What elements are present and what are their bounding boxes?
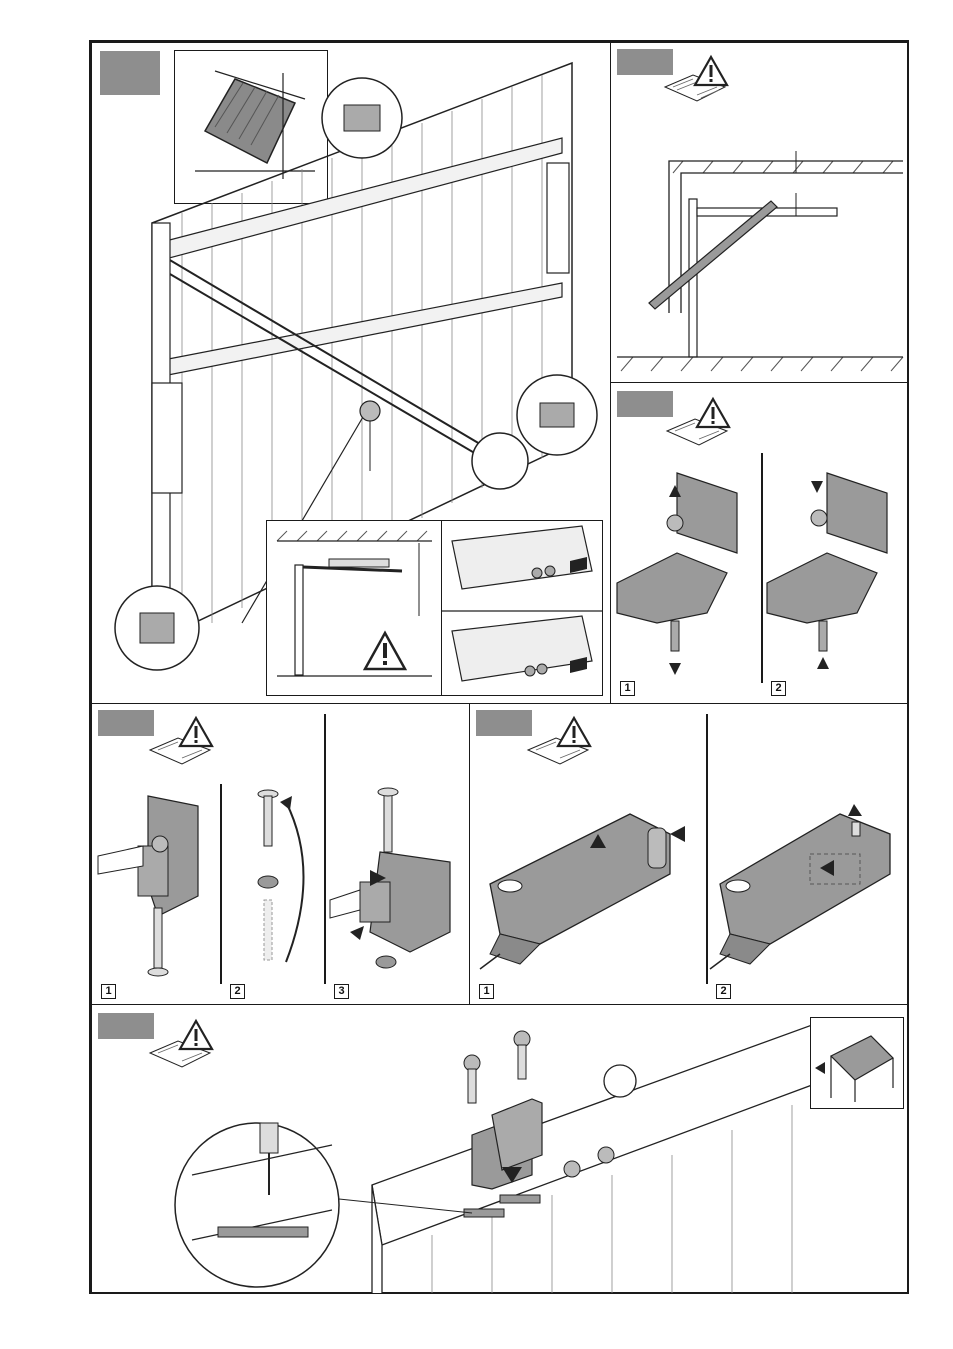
warning-icon [178,716,214,748]
panel-ceiling-clearance [610,42,909,383]
screw-icon [226,782,326,982]
panel-door-assembly [91,42,611,704]
step-divider [220,784,222,984]
warning-icon [363,631,407,671]
step-tag-e [476,710,532,736]
panel-top-rail-bracket [91,1004,909,1294]
step-number-box: 1 [101,984,116,999]
step-divider [761,453,763,683]
hinge-step-2-illustration [767,463,907,683]
panel-lock-housing: 1 2 [469,703,909,1005]
step-divider [706,714,708,984]
inset-level-check [266,520,443,696]
instruction-sheet-frame: 1 2 [89,40,909,1294]
hinge-step-1-illustration [617,463,757,683]
step-number-box: 2 [771,681,786,696]
inset-canopy-icon [810,1017,904,1109]
step-tag-d [98,710,154,736]
bracket-step-3-illustration [330,782,470,982]
step-number-box: 1 [620,681,635,696]
step-number-box: 2 [716,984,731,999]
warning-icon [695,397,731,429]
top-rail-illustration [92,1005,909,1294]
panel-bracket-assembly: 1 2 3 [91,703,470,1005]
panel-hinge-bolt: 1 2 [610,382,909,704]
bracket-step-1-illustration [98,786,218,986]
warning-icon [556,716,592,748]
step-number-box: 1 [479,984,494,999]
inset-profile-screws [441,520,603,696]
step-number-box: 3 [334,984,349,999]
ceiling-clearance-drawing [611,43,909,383]
lock-step-2-illustration [710,794,909,994]
lock-step-1-illustration [480,794,700,994]
step-number-box: 2 [230,984,245,999]
